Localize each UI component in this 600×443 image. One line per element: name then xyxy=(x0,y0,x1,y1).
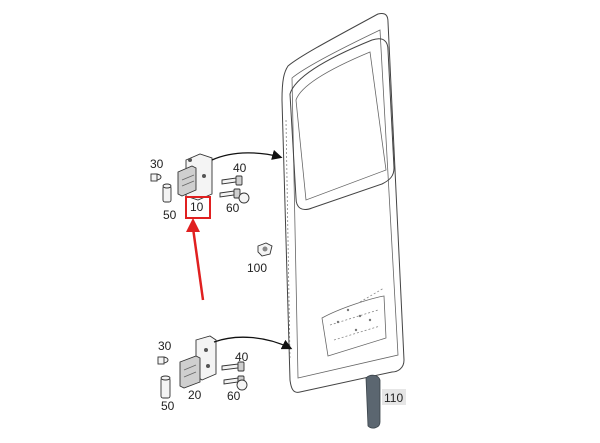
label-40-top: 40 xyxy=(233,161,247,175)
screws-part-40-top xyxy=(219,175,243,199)
lower-hinge-pointer xyxy=(213,336,293,350)
label-10: 10 xyxy=(190,200,204,214)
label-50-top: 50 xyxy=(163,208,177,222)
highlight-box-part-10 xyxy=(185,196,211,219)
label-30-top: 30 xyxy=(150,157,164,171)
cap-part-60-top xyxy=(238,192,250,204)
rear-door-panel xyxy=(281,13,405,393)
label-20: 20 xyxy=(188,388,202,402)
label-60-top: 60 xyxy=(226,201,240,215)
sleeve-part-50-top xyxy=(162,183,172,203)
sleeve-part-50-bottom xyxy=(160,375,171,399)
hinge-part-10 xyxy=(177,153,213,201)
upper-hinge-pointer xyxy=(211,149,283,161)
highlight-arrow xyxy=(191,227,205,301)
lower-hinge-assembly xyxy=(157,335,293,399)
door-window xyxy=(289,38,395,211)
highlight-arrowhead xyxy=(186,218,200,232)
bolt-part-30-top xyxy=(150,173,162,182)
cap-part-60-bottom xyxy=(236,379,248,391)
label-box-110 xyxy=(382,389,406,405)
bolt-part-30-bottom xyxy=(157,356,169,365)
hinge-part-20 xyxy=(179,335,217,389)
label-30-bottom: 30 xyxy=(158,339,172,353)
label-60-bottom: 60 xyxy=(227,389,241,403)
label-50-bottom: 50 xyxy=(161,399,175,413)
clip-part-100 xyxy=(257,242,273,257)
upper-hinge-assembly xyxy=(150,149,283,204)
trim-part-110 xyxy=(365,374,406,429)
label-40-bottom: 40 xyxy=(235,350,249,364)
label-110: 110 xyxy=(384,391,403,405)
label-100: 100 xyxy=(247,261,267,275)
